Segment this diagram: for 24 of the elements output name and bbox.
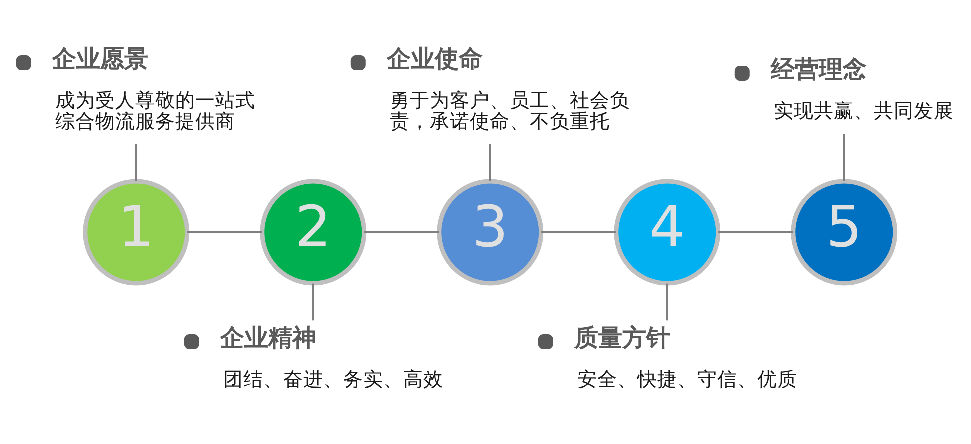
connector [666,284,668,321]
connector [364,232,440,234]
node-label: 成为受人尊敬的一站式综合物流服务提供商 [55,89,256,134]
connector [188,232,262,234]
node-label: 企业精神 [220,324,316,352]
node-label: 安全、快捷、守信、优质 [577,368,798,392]
connector [489,144,492,182]
node-label: 经营理念 [770,56,867,84]
connector [135,144,138,182]
node-label: 实现共赢、共同发展 [774,100,954,123]
node-circle: 4 [614,179,721,286]
node-label: 勇于为客户、员工、社会负责，承诺使命、不负重托 [390,89,630,134]
node-circle: 2 [260,179,367,286]
node-circle: 3 [437,179,544,286]
node-label: 企业愿景 [52,45,148,74]
node-label: 团结、奋进、务实、高效 [223,368,444,392]
connector [843,134,846,182]
node-label: 质量方针 [574,324,670,352]
connector [718,232,794,234]
node-circle: 1 [83,179,190,286]
node-label: 企业使命 [386,45,483,74]
connector [312,284,314,321]
connector [542,232,616,234]
node-circle: 5 [791,179,898,286]
